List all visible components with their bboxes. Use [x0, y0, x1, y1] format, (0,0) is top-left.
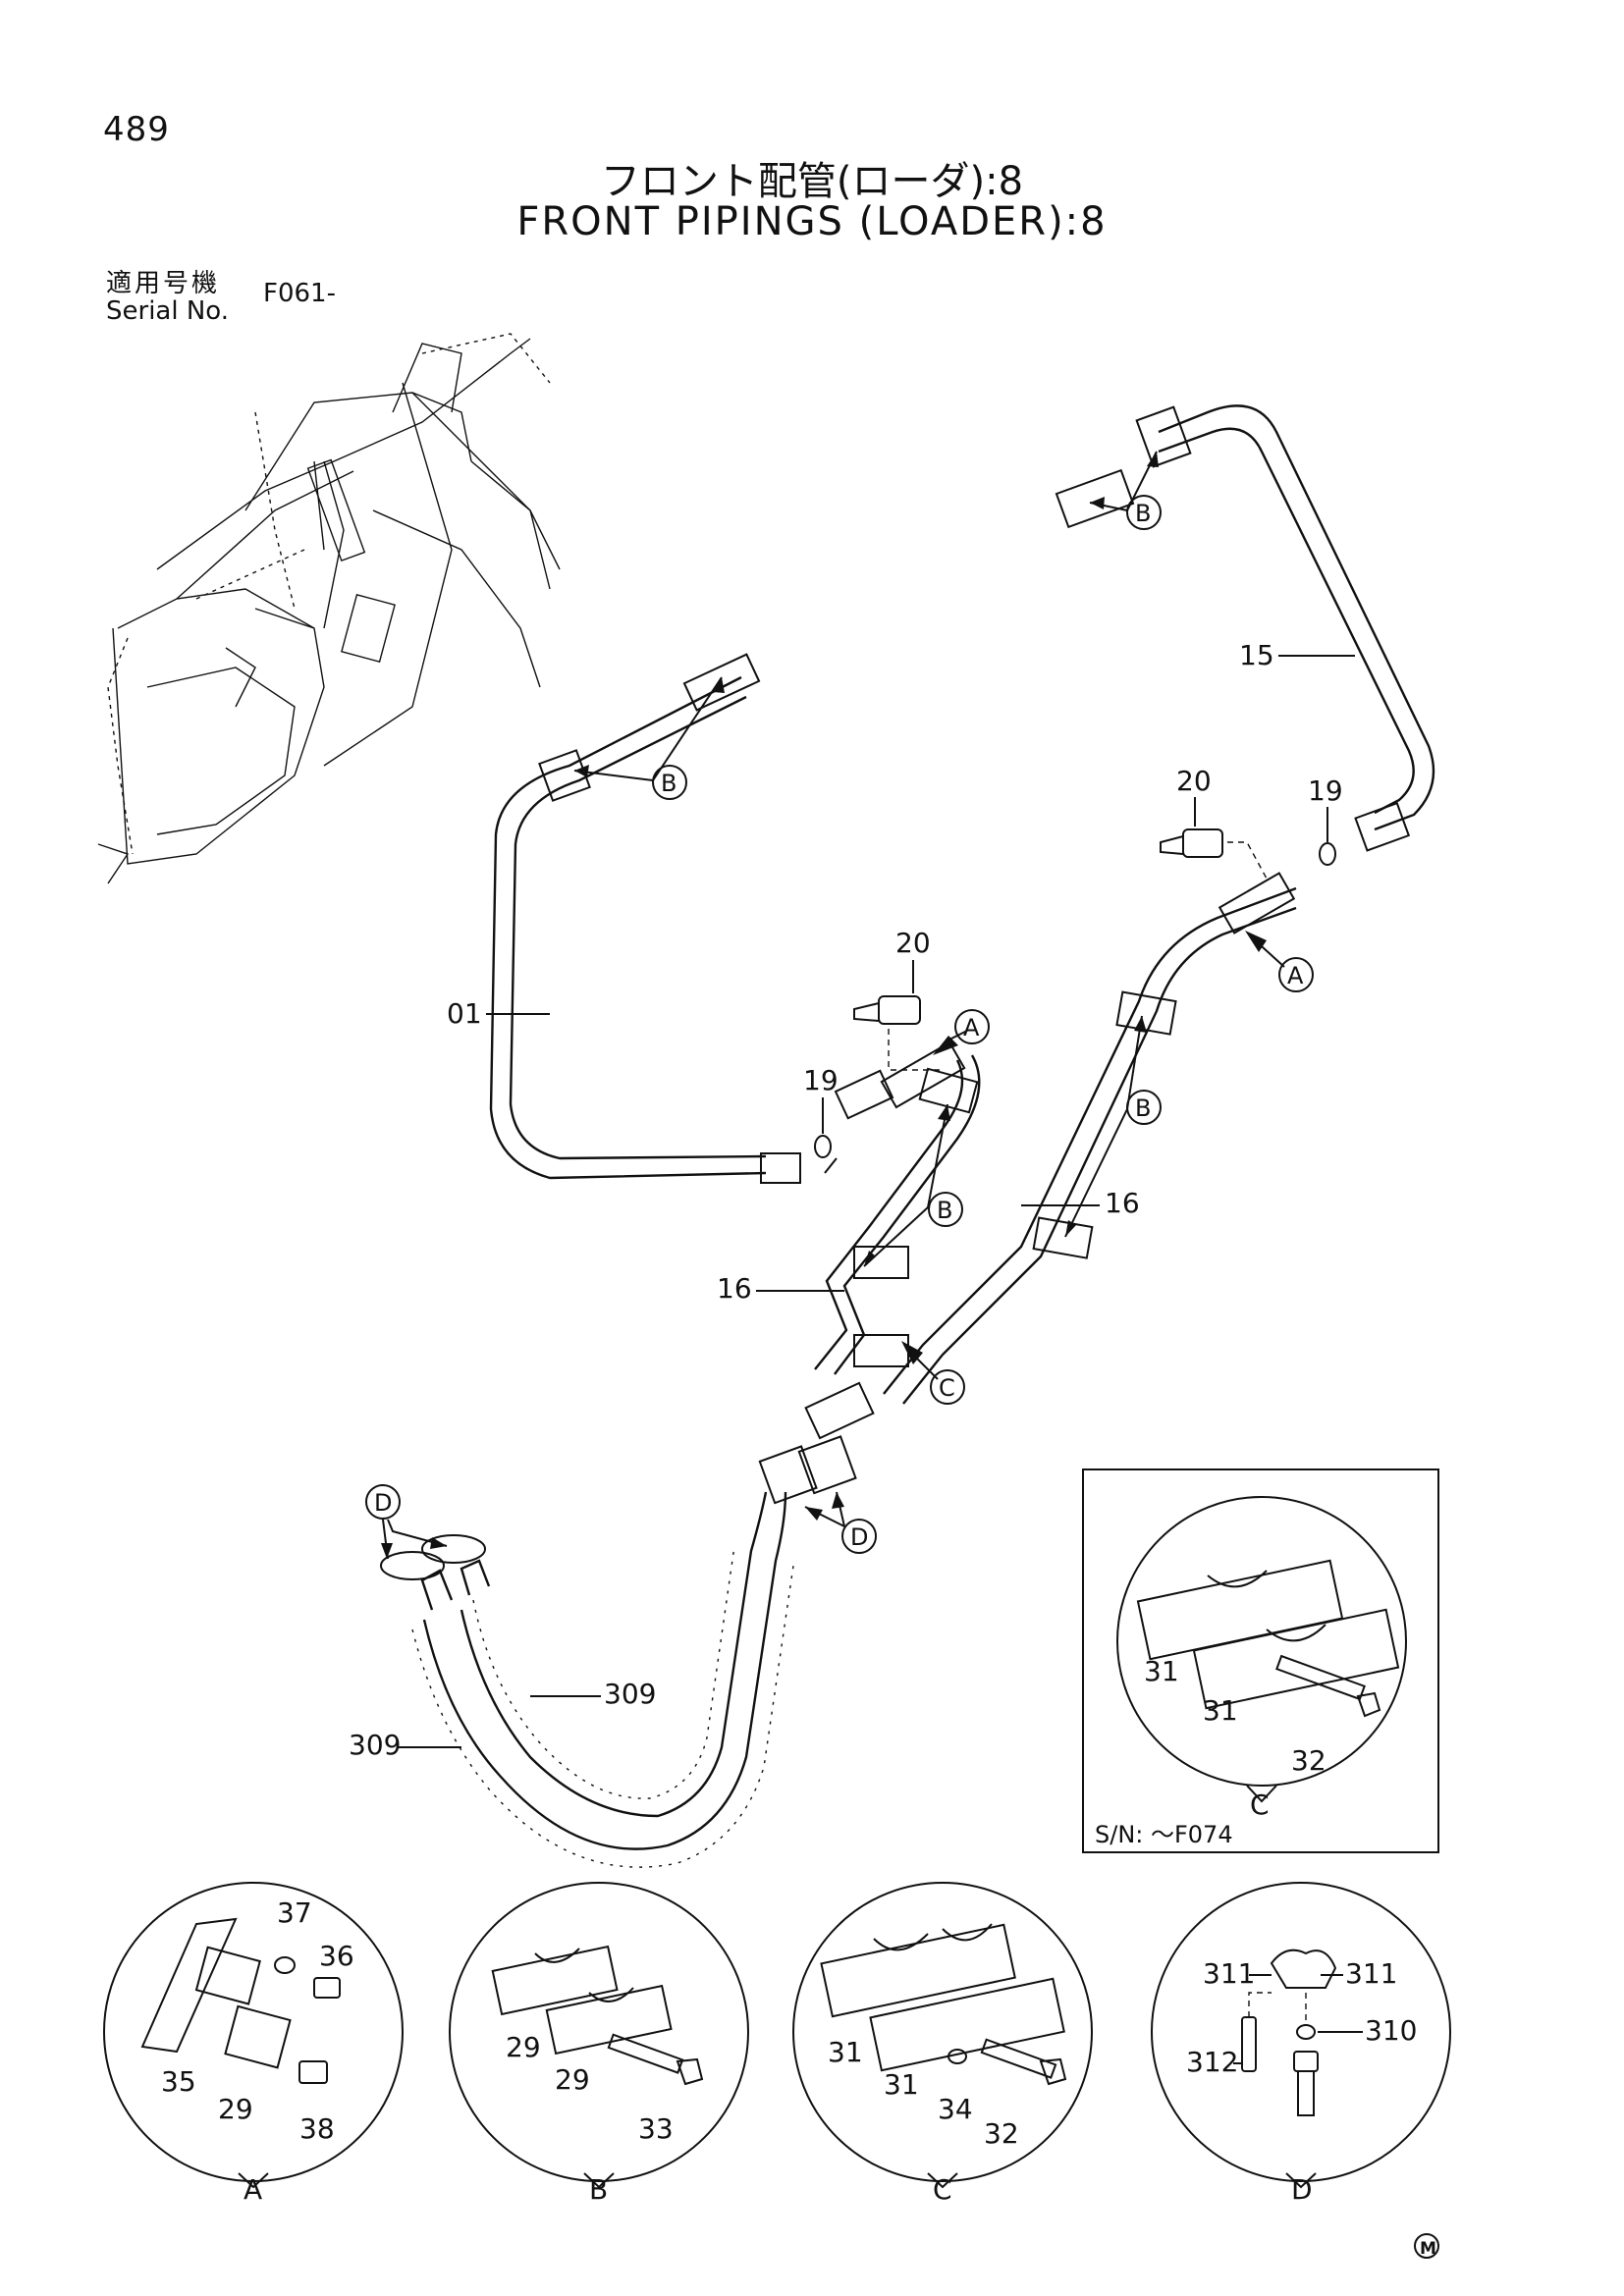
- pipe-01: [489, 653, 838, 1184]
- svg-text:31: 31: [828, 2036, 863, 2068]
- svg-text:311: 311: [1203, 1957, 1255, 1990]
- o-ring-19-right: [1319, 842, 1336, 866]
- o-ring-19-left: [814, 1135, 832, 1158]
- ref-marker-D-left: D: [365, 1484, 448, 1560]
- svg-text:A: A: [963, 1014, 980, 1041]
- callout-16-right: 16: [1105, 1187, 1140, 1219]
- ref-marker-B-center: B: [863, 1103, 963, 1267]
- svg-text:M: M: [1420, 2239, 1436, 2259]
- bolt-20-right: [1160, 828, 1268, 880]
- callout-16-left: 16: [717, 1272, 752, 1305]
- callout-19-left: 19: [803, 1064, 839, 1096]
- page-number: 489: [103, 110, 170, 149]
- svg-text:B: B: [937, 1197, 952, 1224]
- callout-20-right: 20: [1176, 765, 1212, 797]
- svg-text:35: 35: [161, 2065, 196, 2098]
- sn-detail-part-31-a: 31: [1144, 1655, 1179, 1687]
- svg-text:29: 29: [218, 2093, 253, 2125]
- svg-text:B: B: [661, 770, 677, 797]
- svg-text:D: D: [374, 1489, 392, 1517]
- svg-text:310: 310: [1365, 2014, 1417, 2047]
- callout-19-right: 19: [1308, 774, 1343, 807]
- sn-detail-part-32: 32: [1291, 1744, 1326, 1777]
- machine-locator-sketch: [97, 333, 561, 884]
- detail-circle-A: 37 36 35 29 38 A: [103, 1882, 404, 2206]
- svg-text:B: B: [1135, 500, 1151, 527]
- serial-limited-detail-box: 31 31 32 C S/N: ～F074: [1082, 1468, 1439, 1853]
- ref-marker-B-left: B: [573, 676, 725, 800]
- ref-marker-B-right: B: [1064, 1015, 1162, 1238]
- ref-marker-B-top: B: [1089, 451, 1162, 530]
- callout-15: 15: [1239, 639, 1274, 671]
- svg-text:29: 29: [555, 2063, 590, 2096]
- callout-01: 01: [447, 997, 482, 1030]
- svg-text:36: 36: [319, 1940, 354, 1972]
- svg-text:A: A: [244, 2173, 262, 2206]
- callout-309-lower: 309: [349, 1729, 401, 1761]
- svg-text:311: 311: [1345, 1957, 1397, 1990]
- svg-text:A: A: [1287, 962, 1304, 989]
- svg-text:34: 34: [938, 2093, 973, 2125]
- svg-text:37: 37: [277, 1896, 312, 1929]
- sn-detail-caption: C: [1250, 1789, 1270, 1821]
- svg-text:C: C: [933, 2173, 952, 2206]
- svg-text:31: 31: [884, 2068, 919, 2101]
- ref-marker-C: C: [901, 1341, 965, 1405]
- callout-309-upper: 309: [604, 1678, 656, 1710]
- pipe-15: [1055, 404, 1435, 852]
- svg-text:312: 312: [1186, 2046, 1238, 2078]
- svg-text:38: 38: [299, 2112, 335, 2145]
- svg-text:33: 33: [638, 2112, 674, 2145]
- hoses-309: [380, 1435, 857, 1868]
- ref-marker-A-right: A: [1245, 931, 1314, 992]
- serial-label-english: Serial No.: [106, 296, 229, 326]
- detail-circle-C: 31 31 34 32 C: [792, 1882, 1093, 2206]
- svg-text:D: D: [850, 1523, 868, 1551]
- sn-detail-note: S/N: ～F074: [1095, 1821, 1233, 1848]
- svg-text:29: 29: [506, 2031, 541, 2063]
- page-title-japanese: フロント配管(ローダ):8: [600, 159, 1024, 204]
- page-title-english: FRONT PIPINGS (LOADER):8: [516, 199, 1108, 244]
- footer-circled-mark: M: [1414, 2233, 1439, 2259]
- svg-text:C: C: [939, 1374, 955, 1402]
- sn-detail-part-31-b: 31: [1203, 1694, 1238, 1727]
- svg-text:B: B: [589, 2173, 608, 2206]
- svg-text:32: 32: [984, 2117, 1019, 2150]
- serial-label-japanese: 適用号機: [106, 269, 221, 298]
- svg-text:B: B: [1135, 1095, 1151, 1122]
- bolt-20-left: [853, 995, 943, 1071]
- ref-marker-A-left: A: [933, 1009, 990, 1055]
- svg-text:D: D: [1291, 2173, 1313, 2206]
- detail-circle-D: 311 311 310 312 D: [1151, 1882, 1451, 2206]
- ref-marker-D-right: D: [804, 1491, 877, 1554]
- callout-20-left: 20: [895, 927, 931, 959]
- serial-value: F061-: [263, 279, 336, 308]
- detail-circle-B: 29 29 33 B: [449, 1882, 749, 2206]
- pipes-16: [804, 872, 1297, 1440]
